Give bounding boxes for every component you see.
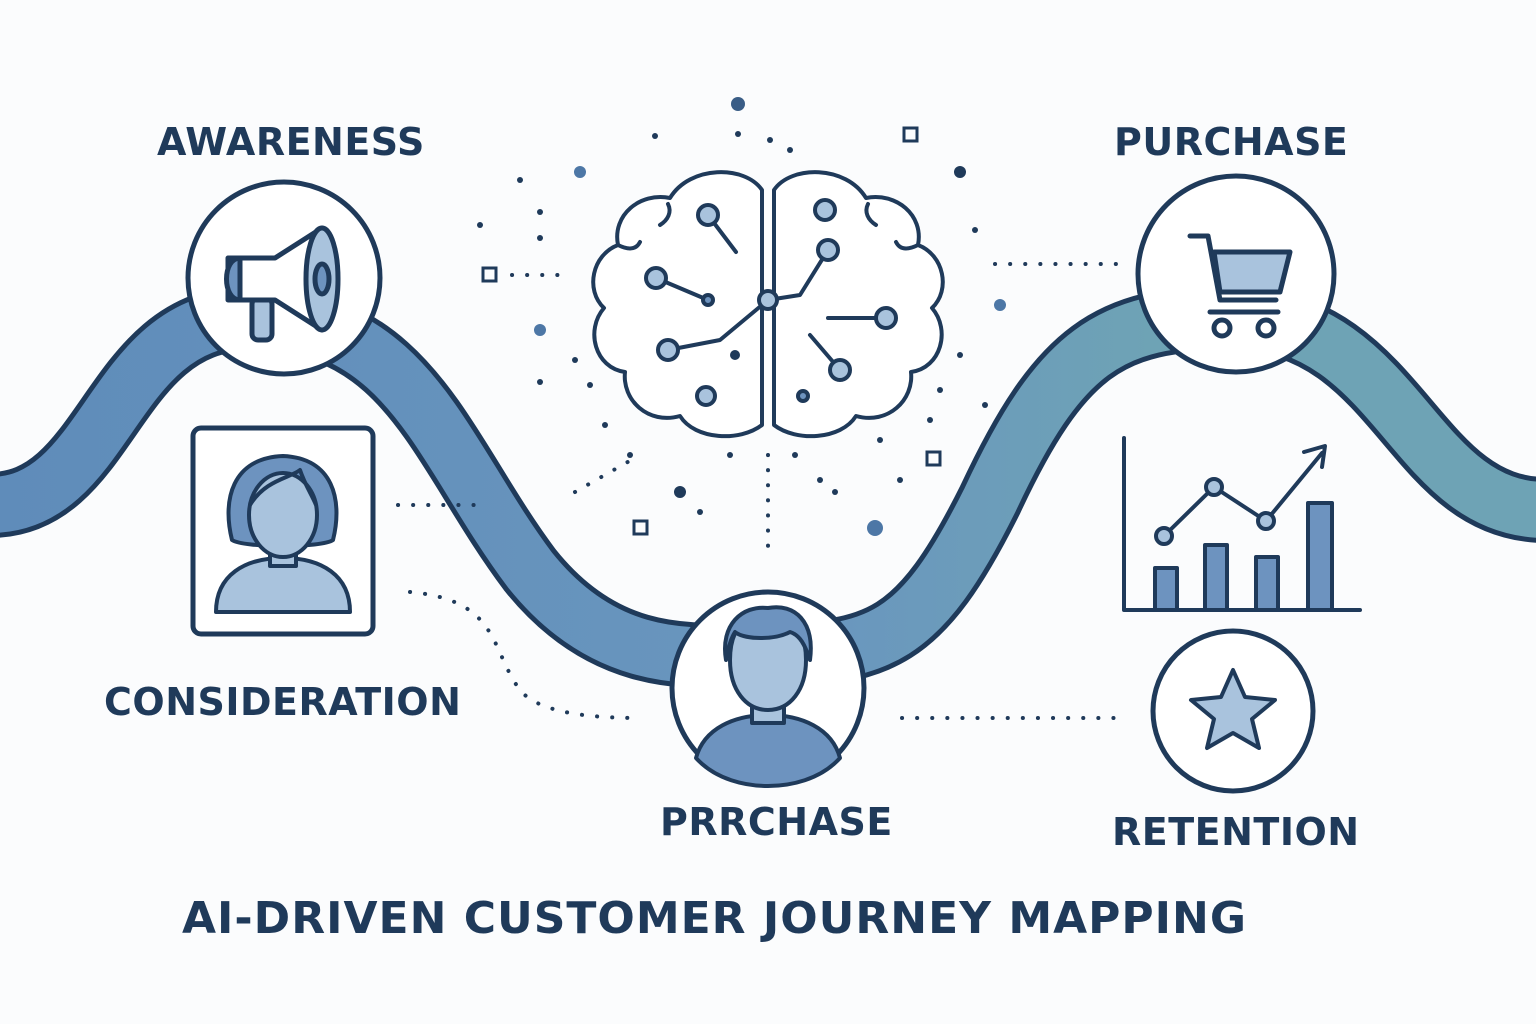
consideration-label: CONSIDERATION (104, 680, 462, 724)
awareness-node (185, 179, 383, 377)
purchase-bottom-label: PRRCHASE (660, 800, 893, 844)
star-icon (1189, 668, 1277, 750)
dotted-connectors (396, 262, 1127, 720)
megaphone-icon (224, 225, 341, 343)
awareness-label: AWARENESS (157, 120, 425, 164)
purchase-node (1135, 173, 1337, 375)
network-squares (481, 126, 942, 536)
bar-line-chart-icon (1122, 436, 1362, 612)
consideration-card (190, 425, 376, 637)
ai-brain-network-icon (591, 170, 945, 439)
page-title: AI-DRIVEN CUSTOMER JOURNEY MAPPING (182, 893, 1247, 944)
man-avatar-icon (694, 605, 842, 788)
retention-node (1150, 628, 1316, 794)
woman-profile-icon (214, 454, 352, 614)
customer-node (669, 589, 867, 788)
retention-label: RETENTION (1112, 810, 1360, 854)
shopping-cart-icon (1187, 233, 1293, 339)
network-particles (477, 97, 1006, 536)
purchase-top-label: PURCHASE (1114, 120, 1349, 164)
